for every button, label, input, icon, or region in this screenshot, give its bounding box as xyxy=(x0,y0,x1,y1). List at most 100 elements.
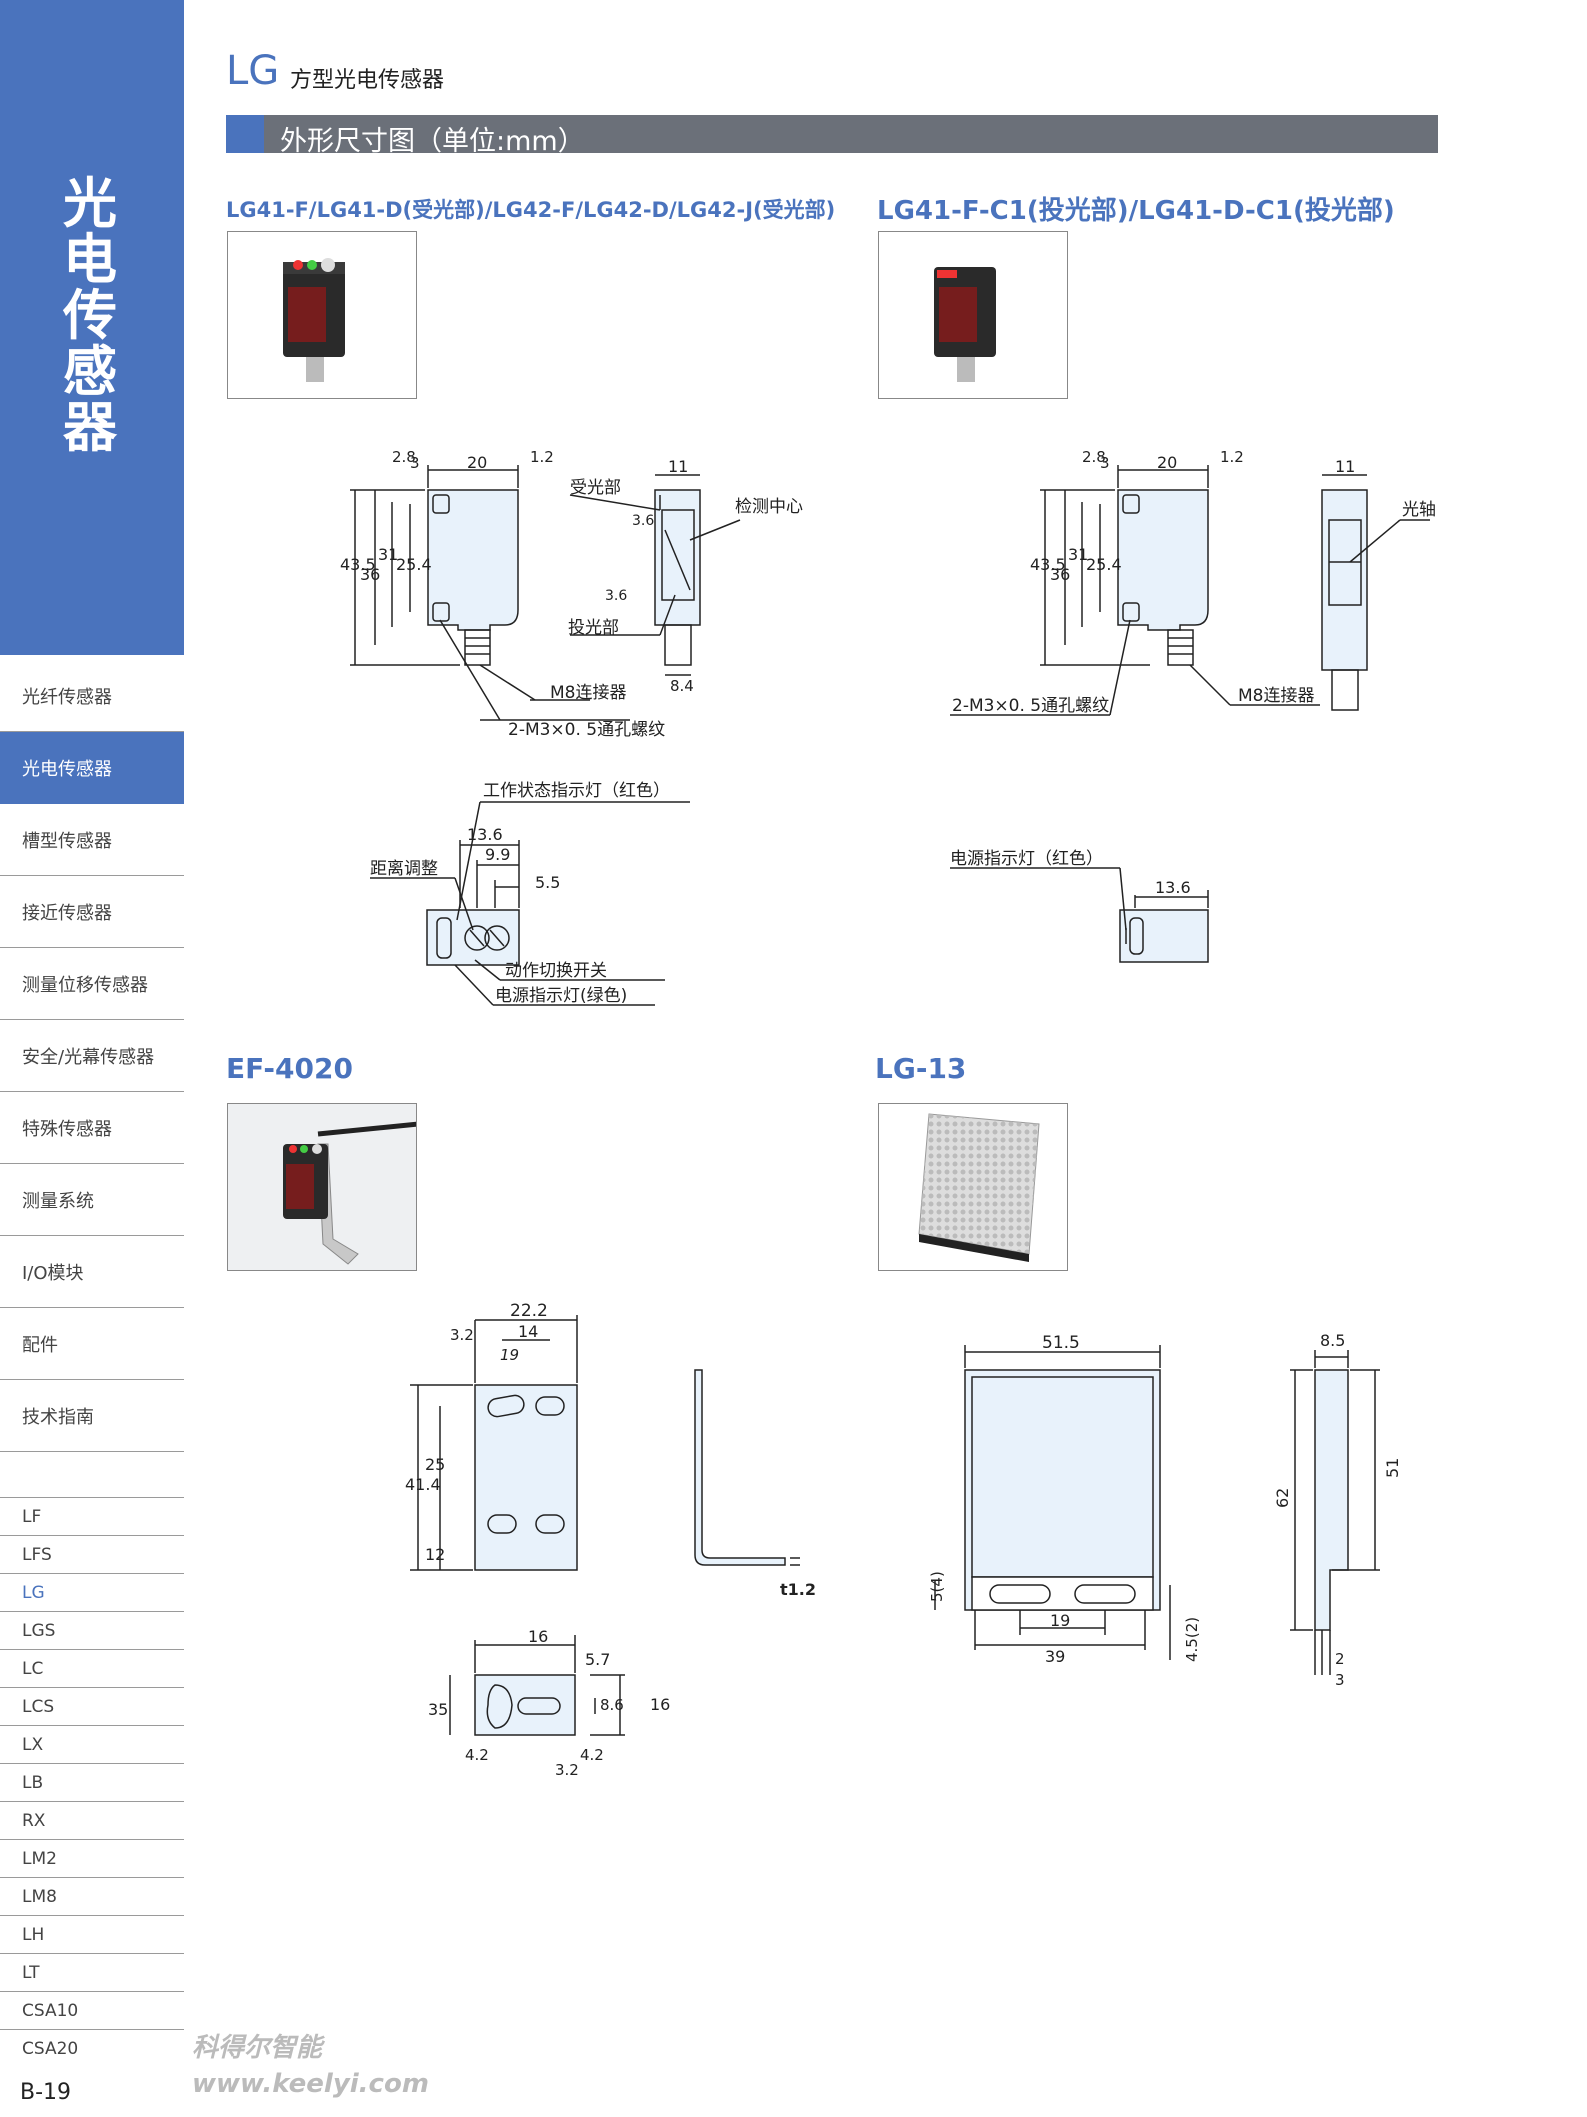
sidebar-model-10[interactable]: LM8 xyxy=(0,1877,184,1915)
dim-height-36: 36 xyxy=(1050,565,1070,584)
dim-height: 62 xyxy=(1273,1488,1292,1508)
label-receiver: 受光部 xyxy=(570,478,621,498)
dim-offset: 3 xyxy=(410,454,420,472)
dim-lens-lower: 3.6 xyxy=(605,588,627,604)
photo-lg13 xyxy=(878,1103,1068,1271)
sidebar-hero-title: 光电传感器 xyxy=(63,172,117,459)
dim-width: 20 xyxy=(467,453,487,472)
sidebar-item-3[interactable]: 接近传感器 xyxy=(0,876,184,948)
dim-width: 51.5 xyxy=(1042,1333,1080,1353)
dim-bottom: 12 xyxy=(425,1545,445,1564)
photo-lg41-receiver xyxy=(227,231,417,399)
sidebar: 光电传感器 光纤传感器光电传感器槽型传感器接近传感器测量位移传感器安全/光幕传感… xyxy=(0,0,184,2117)
drawing-lg41-emitter-indicator: 电源指示灯（红色） 13.6 xyxy=(950,849,1209,963)
label-axis: 光轴 xyxy=(1402,500,1436,520)
dim-height-36: 36 xyxy=(360,565,380,584)
sidebar-item-1[interactable]: 光电传感器 xyxy=(0,732,184,804)
dim-136: 13.6 xyxy=(1155,878,1191,897)
sidebar-model-13[interactable]: CSA10 xyxy=(0,1991,184,2029)
dim-height-254: 25.4 xyxy=(396,555,432,574)
dim-height-total: 43.5 xyxy=(1030,555,1066,574)
sidebar-item-8[interactable]: I/O模块 xyxy=(0,1236,184,1308)
sidebar-model-5[interactable]: LCS xyxy=(0,1687,184,1725)
dim-99: 9.9 xyxy=(485,845,510,864)
dim-slot-width: 4.5(2) xyxy=(1183,1617,1201,1662)
header-series: LG xyxy=(226,48,280,94)
header-title: 方型光电传感器 xyxy=(290,68,445,93)
photo-ef4020 xyxy=(227,1103,419,1271)
sidebar-item-10[interactable]: 技术指南 xyxy=(0,1380,184,1452)
drawing-lg13: 51.5 5(4) 19 39 4.5(2) 8.5 62 51 2 3 xyxy=(928,1331,1402,1689)
section-bar: 外形尺寸图（单位:mm） xyxy=(226,115,1438,157)
dim-top: 1.2 xyxy=(1220,448,1244,466)
sidebar-item-4[interactable]: 测量位移传感器 xyxy=(0,948,184,1020)
sensor-photo-image xyxy=(283,258,345,382)
dim-bottom-depth: 16 xyxy=(650,1695,670,1714)
dim-bottom-42b: 4.2 xyxy=(580,1746,604,1764)
sidebar-menu: 光纤传感器光电传感器槽型传感器接近传感器测量位移传感器安全/光幕传感器特殊传感器… xyxy=(0,660,184,1452)
label-status-led: 工作状态指示灯（红色） xyxy=(483,781,670,801)
product-title-ef4020: EF-4020 xyxy=(226,1052,353,1085)
sidebar-item-5[interactable]: 安全/光幕传感器 xyxy=(0,1020,184,1092)
dim-depth: 11 xyxy=(668,457,688,476)
sidebar-model-0[interactable]: LF xyxy=(0,1497,184,1535)
photo-lg41-emitter xyxy=(878,231,1068,399)
sidebar-model-1[interactable]: LFS xyxy=(0,1535,184,1573)
dim-top: 1.2 xyxy=(530,448,554,466)
reflector-photo-image xyxy=(918,1113,1040,1262)
dim-slot-spacing: 25 xyxy=(425,1455,445,1474)
label-thread: 2-M3×0. 5通孔螺纹 xyxy=(508,720,665,740)
dim-bottom-width: 16 xyxy=(528,1627,548,1646)
product-title-lg41-receiver: LG41-F/LG41-D(受光部)/LG42-F/LG42-D/LG42-J(… xyxy=(226,198,836,222)
label-power-led: 电源指示灯（红色） xyxy=(950,849,1103,869)
dim-height-31: 31 xyxy=(378,545,398,564)
sidebar-model-9[interactable]: LM2 xyxy=(0,1839,184,1877)
sidebar-item-6[interactable]: 特殊传感器 xyxy=(0,1092,184,1164)
dim-height: 41.4 xyxy=(405,1475,441,1494)
dim-angle: 19 xyxy=(500,1346,519,1364)
dim-hole: 2.8 xyxy=(392,448,416,466)
dim-depth: 8.5 xyxy=(1320,1331,1345,1350)
dim-base: 3 xyxy=(1335,1671,1345,1689)
sidebar-model-6[interactable]: LX xyxy=(0,1725,184,1763)
sidebar-model-2[interactable]: LG xyxy=(0,1573,184,1611)
sidebar-item-2[interactable]: 槽型传感器 xyxy=(0,804,184,876)
product-title-lg13: LG-13 xyxy=(875,1052,967,1085)
sidebar-item-0[interactable]: 光纤传感器 xyxy=(0,660,184,732)
label-m8: M8连接器 xyxy=(1238,686,1314,706)
section-marker xyxy=(226,115,264,153)
sidebar-model-7[interactable]: LB xyxy=(0,1763,184,1801)
dim-136: 13.6 xyxy=(467,825,503,844)
dim-thickness: t1.2 xyxy=(780,1580,816,1599)
label-m8: M8连接器 xyxy=(550,683,626,703)
sidebar-model-14[interactable]: CSA20 xyxy=(0,2029,184,2067)
sidebar-model-3[interactable]: LGS xyxy=(0,1611,184,1649)
sidebar-item-7[interactable]: 测量系统 xyxy=(0,1164,184,1236)
dim-bottom-32: 3.2 xyxy=(555,1761,579,1779)
sidebar-model-12[interactable]: LT xyxy=(0,1953,184,1991)
sidebar-hero: 光电传感器 xyxy=(0,0,184,655)
drawing-lg41-emitter: 20 3 1.2 2.8 43.5 36 31 25.4 11 光轴 M8连接器… xyxy=(950,448,1436,716)
sidebar-model-11[interactable]: LH xyxy=(0,1915,184,1953)
sidebar-model-8[interactable]: RX xyxy=(0,1801,184,1839)
sidebar-model-4[interactable]: LC xyxy=(0,1649,184,1687)
label-distance: 距离调整 xyxy=(370,859,438,879)
dim-height-254: 25.4 xyxy=(1086,555,1122,574)
dim-slot-spacing: 19 xyxy=(1050,1611,1070,1630)
label-emitter: 投光部 xyxy=(568,618,619,638)
drawing-ef4020: 22.2 3.2 14 19 41.4 25 12 t1.2 16 5.7 35… xyxy=(405,1301,816,1779)
dim-offset: 3 xyxy=(1100,454,1110,472)
dim-edge: 3.2 xyxy=(450,1326,474,1344)
dim-slot-span: 39 xyxy=(1045,1647,1065,1666)
dim-bottom-edge: 5.7 xyxy=(585,1650,610,1669)
dim-radius: 35 xyxy=(428,1700,448,1719)
bracket-photo-image xyxy=(228,1104,419,1270)
sidebar-item-9[interactable]: 配件 xyxy=(0,1308,184,1380)
dim-depth: 11 xyxy=(1335,457,1355,476)
dim-slot: 8.6 xyxy=(600,1696,624,1714)
label-center: 检测中心 xyxy=(735,497,803,517)
dim-reflector-height: 51 xyxy=(1383,1458,1402,1478)
dim-slot-height: 5(4) xyxy=(928,1571,946,1602)
